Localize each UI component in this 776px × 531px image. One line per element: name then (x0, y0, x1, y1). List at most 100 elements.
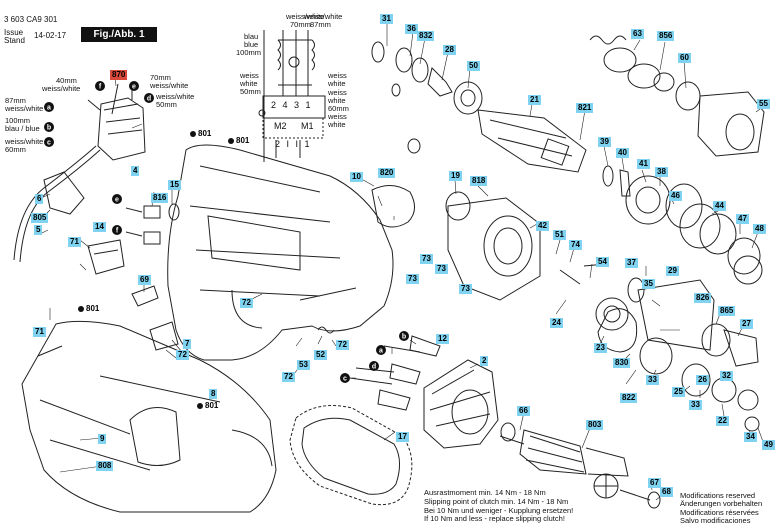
housing (167, 144, 394, 361)
part-label-9: 9 (98, 434, 107, 444)
part-label-15: 15 (168, 180, 181, 190)
part-label-52: 52 (314, 350, 327, 360)
part-label-12: 12 (436, 334, 449, 344)
right-wire-70: 70mm (150, 73, 171, 82)
part-label-22: 22 (716, 416, 729, 426)
part-label-830: 830 (613, 358, 631, 368)
part-label-37: 37 (625, 258, 638, 268)
stand-label: Stand (4, 36, 25, 45)
note-en: Slipping point of clutch min. 14 Nm - 18… (424, 496, 569, 506)
stator (423, 359, 499, 449)
wire-len-100: 100mm (236, 48, 262, 57)
bullet-icon (190, 130, 196, 137)
part-label-73: 73 (420, 254, 433, 264)
right-wire-50w: weiss/white (156, 92, 195, 101)
part-label-25: 25 (672, 387, 685, 397)
modifications-note: Modifications reserved Änderungen vorbeh… (680, 491, 763, 526)
left-wire-100: 100mm (5, 116, 31, 125)
wire-label-1: weiss/white (286, 12, 325, 21)
bottom-pins: 2 I I 1 (275, 139, 312, 149)
clutch-note: Ausrastmoment min. 14 Nm - 18 Nm Slippin… (424, 488, 574, 524)
right-wire-50: 50mm (156, 100, 177, 109)
part-label-6: 6 (35, 194, 44, 204)
part-label-74: 74 (569, 240, 582, 250)
left-wire-87: 87mm (5, 96, 26, 105)
part-label-72: 72 (240, 298, 253, 308)
wire-len-50: 50mm (240, 87, 261, 96)
part-label-72c: 72 (336, 340, 349, 350)
part-label-41: 41 (637, 159, 650, 169)
part-label-63: 63 (631, 29, 644, 39)
part-label-28: 28 (443, 45, 456, 55)
part-label-72b: 72 (176, 350, 189, 360)
wiring-schematic (258, 30, 326, 162)
part-label-72d: 72 (282, 372, 295, 382)
mod-line-2: Modifications réservées (680, 507, 759, 517)
wire-weiss-c: weiss (328, 88, 347, 97)
part-label-71: 71 (68, 237, 81, 247)
part-label-46: 46 (669, 191, 682, 201)
terminal-pins: 2 4 3 1 (271, 100, 313, 110)
figure-title: Fig./Abb. 1 (81, 27, 157, 42)
part-label-73b: 73 (435, 264, 448, 274)
part-label-34: 34 (744, 432, 757, 442)
part-label-818: 818 (470, 176, 488, 186)
part-label-14: 14 (93, 222, 106, 232)
motor-m2: M2 (274, 121, 287, 131)
clutch-assembly (559, 263, 760, 432)
part-label-48: 48 (753, 224, 766, 234)
part-label-69: 69 (138, 275, 151, 285)
wire-len-60: 60mm (328, 104, 349, 113)
part-label-870: 870 (110, 70, 128, 80)
part-label-33: 33 (646, 375, 659, 385)
left-wire-60w: weiss/white (5, 137, 44, 146)
part-label-67: 67 (648, 478, 661, 488)
wire-blue: blue (244, 40, 259, 49)
wire-white-a: white (240, 79, 258, 88)
wire-weiss-a: weiss (240, 71, 259, 80)
motor-m1: M1 (301, 121, 314, 131)
bullet-icon (78, 305, 84, 312)
part-label-4: 4 (131, 166, 140, 176)
chuck-parts (371, 41, 483, 115)
part-label-68: 68 (660, 487, 673, 497)
handle-housing (21, 320, 277, 513)
part-label-820: 820 (378, 168, 396, 178)
part-number: 3 603 CA9 301 (4, 15, 58, 24)
wire-weiss-d: weiss (328, 112, 347, 121)
part-label-816: 816 (151, 193, 169, 203)
mod-line-0: Modifications reserved (680, 491, 756, 500)
mod-line-1: Änderungen vorbehalten (680, 499, 763, 509)
note-de2: Bei 10 Nm und weniger - Kupplung ersetze… (424, 505, 574, 515)
part-label-822: 822 (620, 393, 638, 403)
part-label-826: 826 (694, 293, 712, 303)
part-label-29: 29 (666, 266, 679, 276)
part-label-47: 47 (736, 214, 749, 224)
part-label-49: 49 (762, 440, 775, 450)
part-label-801b: 801 (228, 136, 251, 146)
part-label-17: 17 (396, 432, 409, 442)
bullet-icon (197, 402, 203, 409)
note-en2: If 10 Nm and less - replace slipping clu… (424, 514, 565, 524)
part-label-7: 7 (183, 339, 192, 349)
seal-ring (289, 405, 413, 506)
note-de: Ausrastmoment min. 14 Nm - 18 Nm (424, 488, 546, 497)
part-label-8: 8 (209, 389, 218, 399)
ring-set (589, 35, 765, 157)
part-label-39: 39 (598, 137, 611, 147)
right-wire-70w: weiss/white (150, 81, 189, 90)
part-label-801d: 801 (197, 401, 220, 411)
part-label-23: 23 (594, 343, 607, 353)
part-label-50: 50 (467, 61, 480, 71)
part-label-26: 26 (696, 375, 709, 385)
gear-housing (445, 191, 541, 301)
part-label-36: 36 (405, 24, 418, 34)
gear-stack (625, 175, 763, 285)
part-label-801: 801 (190, 129, 213, 139)
part-label-53: 53 (297, 360, 310, 370)
part-label-19: 19 (449, 171, 462, 181)
spindle-tube (477, 109, 587, 173)
left-wire-87w: weiss/white (5, 104, 44, 113)
part-label-24: 24 (550, 318, 563, 328)
part-label-865: 865 (718, 306, 736, 316)
